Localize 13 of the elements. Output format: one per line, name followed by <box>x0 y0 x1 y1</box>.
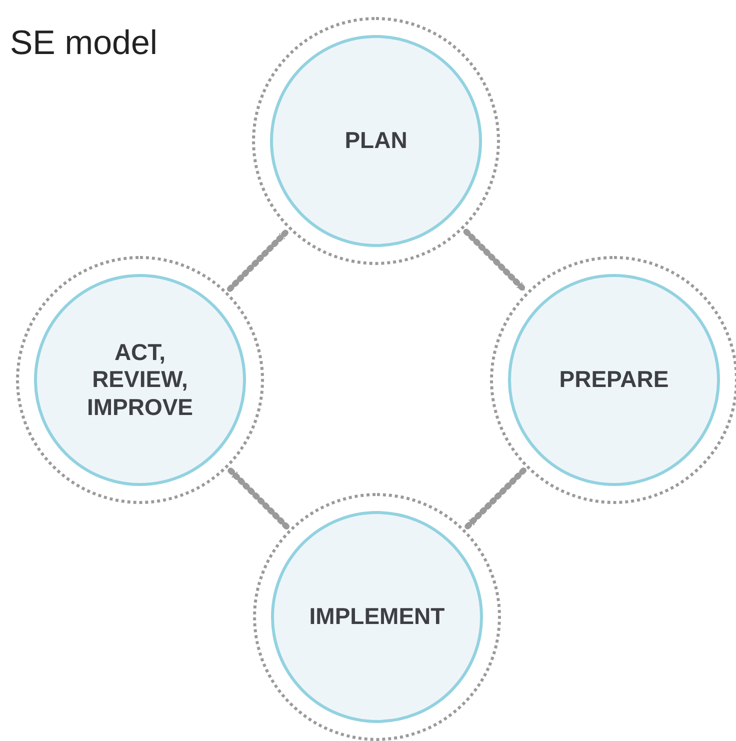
dotted-arrow <box>228 468 290 530</box>
dotted-arrow <box>226 229 290 292</box>
dotted-ring <box>490 256 736 504</box>
stage-label: IMPLEMENT <box>309 603 445 631</box>
dotted-arrow <box>463 228 527 292</box>
stage-label: PLAN <box>344 127 408 155</box>
dotted-ring <box>252 17 500 265</box>
dotted-ring <box>16 256 264 504</box>
stage-label: ACT, REVIEW, IMPROVE <box>86 338 194 422</box>
diagram-title: SE model <box>10 23 158 64</box>
dotted-ring <box>253 493 501 741</box>
dotted-arrow <box>464 468 526 530</box>
stage-label: PREPARE <box>559 366 669 394</box>
